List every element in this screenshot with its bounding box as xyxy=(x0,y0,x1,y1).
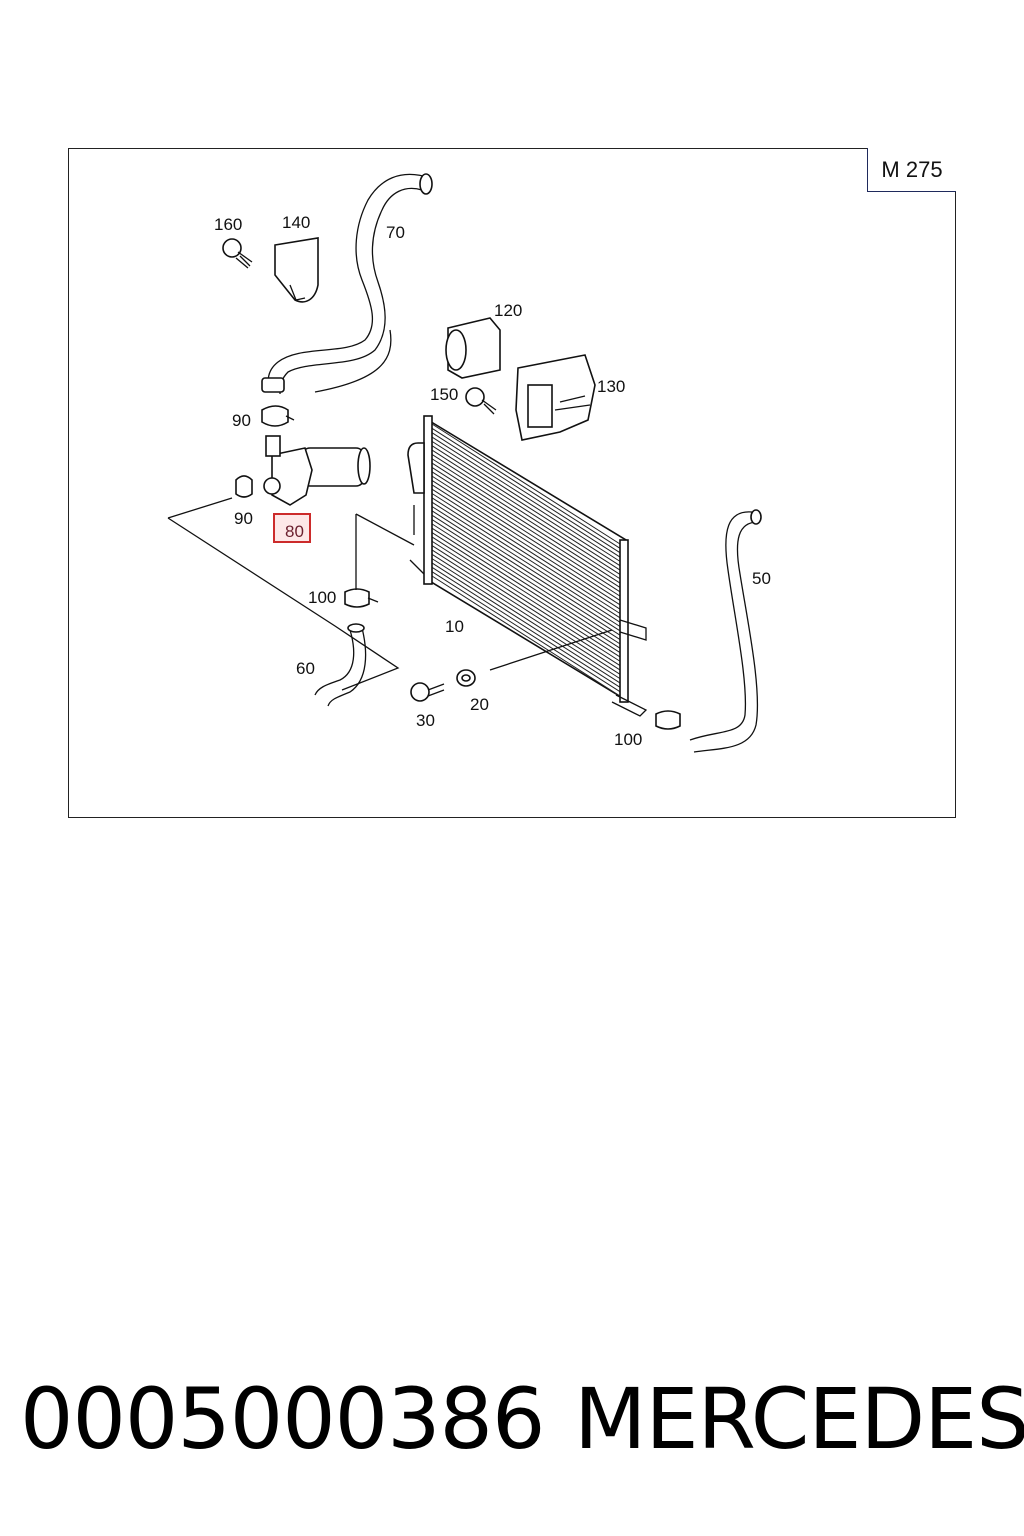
radiator-fin xyxy=(431,527,621,649)
radiator-fin xyxy=(431,545,621,667)
highlight-box-part-80 xyxy=(273,513,311,543)
callout-20: 20 xyxy=(470,695,489,714)
model-code-badge: M 275 xyxy=(867,148,956,192)
pump-part-80[interactable] xyxy=(263,435,371,506)
callout-130: 130 xyxy=(597,377,625,396)
callout-80: 80 xyxy=(285,522,304,541)
diagram-frame xyxy=(68,148,956,818)
bolt-part-160[interactable] xyxy=(222,238,253,269)
sleeve-part-120[interactable] xyxy=(445,317,501,379)
radiator-fin xyxy=(431,558,621,680)
clamp-part-100-left[interactable] xyxy=(344,588,379,608)
callout-10: 10 xyxy=(445,617,464,636)
radiator-fin xyxy=(431,549,621,671)
control-unit-part-130[interactable] xyxy=(515,354,596,441)
radiator-fin xyxy=(431,532,621,653)
radiator-fin xyxy=(431,462,621,584)
clamp-part-90-left[interactable] xyxy=(235,475,253,498)
callout-100-left: 100 xyxy=(308,588,336,607)
radiator-fin xyxy=(431,514,621,636)
callout-160: 160 xyxy=(214,215,242,234)
callout-140: 140 xyxy=(282,213,310,232)
radiator-fin xyxy=(431,501,621,623)
radiator-fin xyxy=(431,432,621,554)
radiator-fin xyxy=(431,553,621,675)
radiator-fin xyxy=(431,562,621,684)
bolt-part-30[interactable] xyxy=(410,682,445,702)
radiator-fin xyxy=(431,506,621,627)
radiator-fin xyxy=(431,471,621,593)
radiator-fin xyxy=(431,566,621,688)
callout-50: 50 xyxy=(752,569,771,588)
radiator-fin xyxy=(431,536,621,658)
radiator-fin xyxy=(431,540,621,662)
radiator-fin xyxy=(431,519,621,640)
callout-60: 60 xyxy=(296,659,315,678)
radiator-fin xyxy=(431,480,621,601)
part-number: 0005000386 xyxy=(20,1370,545,1468)
callout-100-right: 100 xyxy=(614,730,642,749)
radiator-fin xyxy=(431,488,621,610)
callout-90-top: 90 xyxy=(232,411,251,430)
radiator-fin xyxy=(431,445,621,567)
radiator-fin xyxy=(431,497,621,619)
radiator-fin xyxy=(431,440,621,562)
parts-diagram: 160 140 70 120 150 130 90 90 80 100 10 5… xyxy=(167,173,771,753)
clamp-part-90-top[interactable] xyxy=(261,405,295,427)
radiator-part-10[interactable] xyxy=(407,415,648,717)
radiator-fin xyxy=(431,575,621,697)
radiator-fin xyxy=(431,467,621,588)
callout-120: 120 xyxy=(494,301,522,320)
hose-part-70[interactable] xyxy=(261,173,433,395)
radiator-fin xyxy=(431,475,621,597)
radiator-fin xyxy=(431,484,621,606)
bolt-part-150[interactable] xyxy=(465,387,497,415)
callout-90-left: 90 xyxy=(234,509,253,528)
hose-part-60[interactable] xyxy=(314,623,367,707)
callout-150: 150 xyxy=(430,385,458,404)
hose-part-50[interactable] xyxy=(689,509,762,753)
brand-name: MERCEDES xyxy=(574,1370,1024,1468)
radiator-fin xyxy=(431,523,621,645)
radiator-fin xyxy=(431,510,621,632)
leader-lines xyxy=(167,497,613,691)
bracket-part-140[interactable] xyxy=(274,237,319,303)
radiator-fin xyxy=(431,423,621,545)
grommet-part-20[interactable] xyxy=(456,669,476,687)
footer: 0005000386 MERCEDES xyxy=(0,1370,1024,1480)
radiator-fin xyxy=(431,427,621,549)
radiator-fin xyxy=(431,571,621,693)
callout-30: 30 xyxy=(416,711,435,730)
callout-70: 70 xyxy=(386,223,405,242)
radiator-fin xyxy=(431,436,621,558)
radiator-fin xyxy=(431,449,621,571)
radiator-fin xyxy=(431,458,621,580)
radiator-fin xyxy=(431,493,621,614)
radiator-fin xyxy=(431,453,621,575)
clamp-part-100-right[interactable] xyxy=(655,710,681,730)
